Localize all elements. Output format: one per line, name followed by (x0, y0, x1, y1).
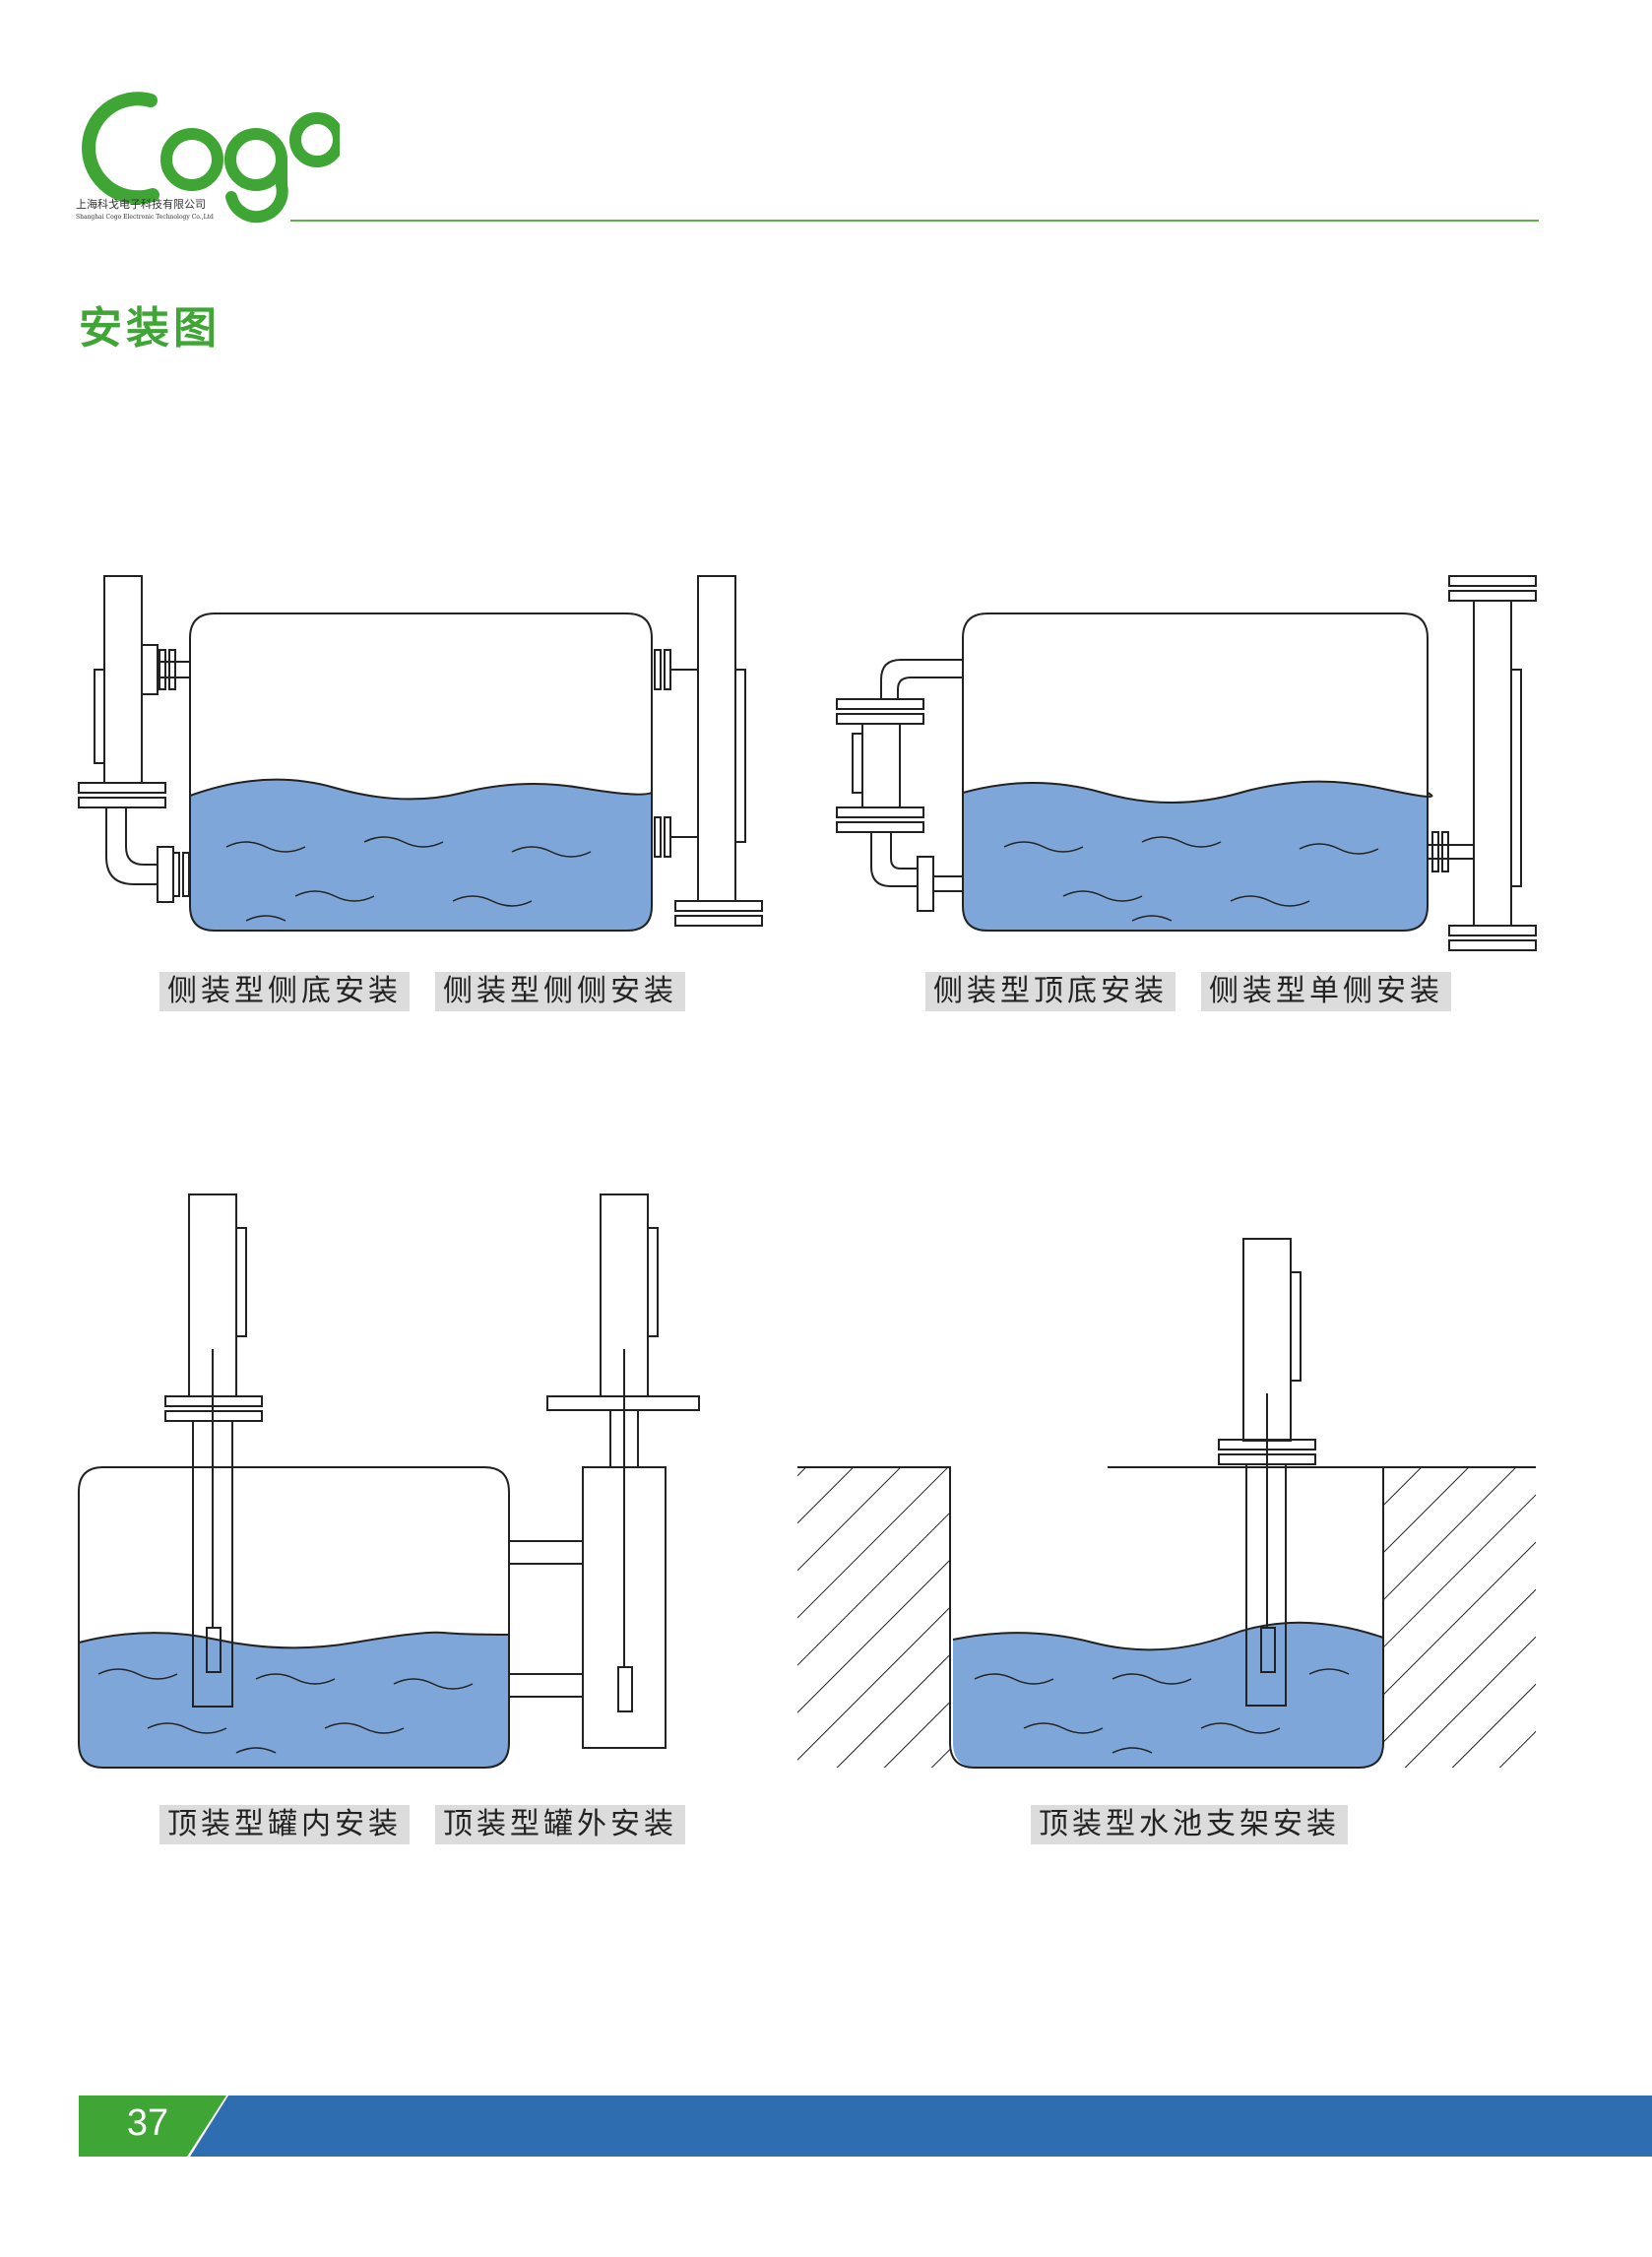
footer-bar (79, 2096, 1652, 2157)
header-rule (290, 220, 1539, 222)
page-number: 37 (126, 2102, 169, 2144)
svg-text:上海科戈电子科技有限公司: 上海科戈电子科技有限公司 (76, 197, 206, 211)
label-top-out-tank: 顶装型罐外安装 (435, 1805, 685, 1844)
cogo-logo: 上海科戈电子科技有限公司 Shanghai Cogo Electronic Te… (76, 92, 340, 224)
diagram-side-mount-left (78, 575, 763, 932)
label-top-bottom: 侧装型顶底安装 (925, 972, 1175, 1011)
section-title: 安装图 (79, 303, 221, 354)
diagram-top-mount-tank (78, 1193, 700, 1769)
label-side-bottom: 侧装型侧底安装 (159, 972, 410, 1011)
svg-text:Shanghai Cogo Electronic Techn: Shanghai Cogo Electronic Technology Co.,… (76, 214, 214, 221)
diagram-top-mount-pool (797, 1238, 1536, 1769)
diagram-side-mount-right (836, 575, 1537, 951)
label-single-side: 侧装型单侧安装 (1201, 972, 1451, 1011)
label-side-side: 侧装型侧侧安装 (435, 972, 685, 1011)
label-top-in-tank: 顶装型罐内安装 (159, 1805, 410, 1844)
label-top-pool-bracket: 顶装型水池支架安装 (1031, 1805, 1348, 1844)
